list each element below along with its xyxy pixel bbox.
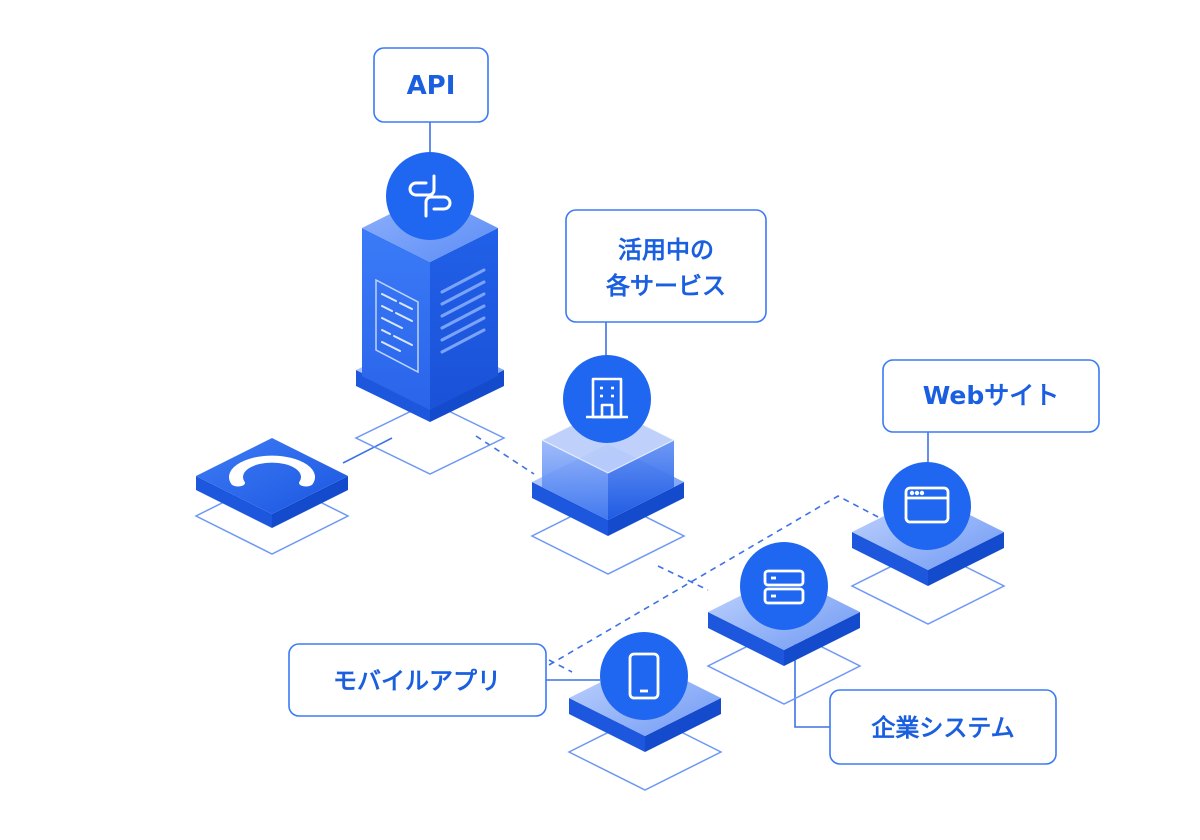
dashed-link-api-services-enterprise xyxy=(475,435,535,475)
sync-platform xyxy=(194,438,350,555)
label-services: 活用中の 各サービス xyxy=(565,209,767,323)
mobile-node xyxy=(600,632,688,720)
label-enterprise: 企業システム xyxy=(829,689,1057,765)
smartphone-icon xyxy=(628,652,660,700)
label-enterprise-text: 企業システム xyxy=(871,714,1014,742)
dashed-link-services-enterprise xyxy=(657,565,709,591)
label-api: API xyxy=(373,47,489,123)
label-website: Webサイト xyxy=(882,359,1100,433)
label-services-line2: 各サービス xyxy=(605,272,726,300)
api-server-tower xyxy=(354,152,506,475)
services-platform xyxy=(530,355,686,575)
website-platform xyxy=(850,462,1006,625)
label-api-text: API xyxy=(407,71,456,101)
label-services-line1: 活用中の xyxy=(618,236,714,264)
label-mobile-app-text: モバイルアプリ xyxy=(333,667,501,695)
server-panel-left xyxy=(375,278,419,374)
server-vent-lines xyxy=(440,268,486,354)
sync-link xyxy=(342,437,393,464)
refresh-arc-icon xyxy=(229,455,315,487)
dashed-link-mobile-app xyxy=(548,659,573,673)
mobile-platform xyxy=(567,632,723,791)
dashed-link-mobile-website xyxy=(548,495,881,666)
services-node xyxy=(563,355,651,443)
api-connector-icon xyxy=(408,174,452,218)
enterprise-platform xyxy=(706,542,862,705)
enterprise-label-connector xyxy=(794,628,830,728)
browser-window-icon xyxy=(904,486,950,524)
label-mobile-app: モバイルアプリ xyxy=(288,643,547,717)
database-server-icon xyxy=(763,569,805,605)
office-building-icon xyxy=(586,377,628,419)
label-website-text: Webサイト xyxy=(923,381,1060,410)
connectors xyxy=(342,122,929,728)
website-node xyxy=(883,462,971,550)
